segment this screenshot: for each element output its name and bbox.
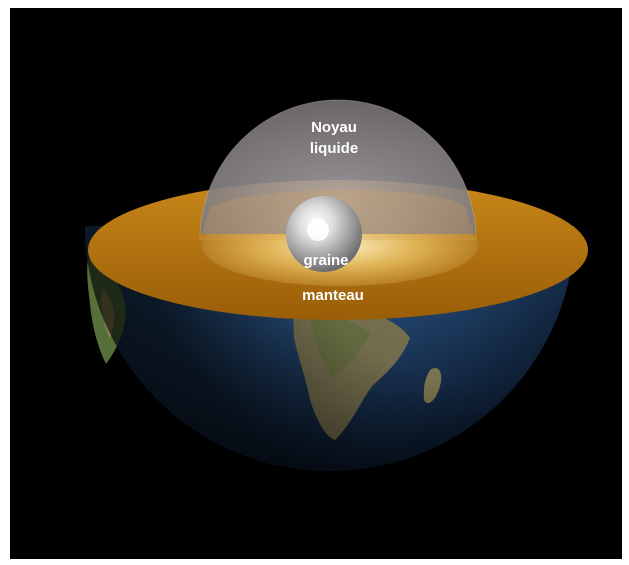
diagram-canvas: Noyau liquide graine manteau (85, 99, 588, 471)
inner-core-label: graine (303, 252, 348, 269)
mantle-label: manteau (302, 287, 364, 304)
outer-core-label-line1: Noyau (311, 119, 357, 136)
outer-core-label-line2: liquide (310, 140, 358, 157)
earth-structure-diagram: Noyau liquide graine manteau (10, 8, 622, 559)
